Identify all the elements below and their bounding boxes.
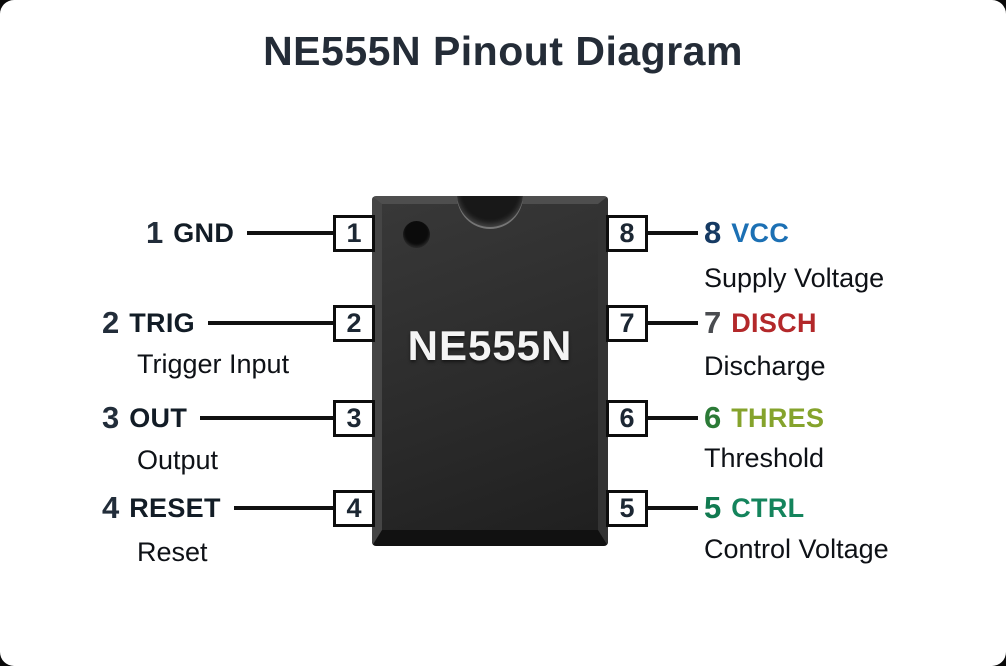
pin-number: 6 — [704, 400, 722, 435]
pin-name: CTRL — [731, 492, 805, 523]
pin-row-trig: 2 TRIG — [102, 303, 333, 343]
connector-line — [207, 321, 333, 325]
pin-box-1: 1 — [333, 215, 375, 252]
pin-name: GND — [173, 217, 235, 248]
pin-row-out: 3 OUT — [102, 398, 333, 438]
pin-description-vcc: Supply Voltage — [704, 262, 885, 293]
pin-row-disch: 7 DISCH — [704, 303, 817, 343]
pin-name: DISCH — [731, 307, 817, 338]
page-title: NE555N Pinout Diagram — [263, 28, 743, 74]
pin-number: 2 — [102, 305, 120, 340]
pin-box-8: 8 — [606, 215, 648, 252]
pin-row-thres: 6 THRES — [704, 398, 824, 438]
pin-description-out: Output — [137, 444, 219, 475]
chip-label: NE555N — [407, 322, 573, 369]
connector-line — [648, 416, 698, 420]
pin-box-4: 4 — [333, 490, 375, 527]
connector-line — [648, 506, 698, 510]
pin-number: 4 — [102, 490, 120, 525]
pin-name: TRIG — [129, 307, 195, 338]
pin-name: OUT — [129, 402, 188, 433]
connector-line — [200, 416, 333, 420]
connector-line — [233, 506, 333, 510]
pin-row-reset: 4 RESET — [102, 488, 333, 528]
pin-row-vcc: 8 VCC — [704, 213, 789, 253]
connector-line — [648, 231, 698, 235]
pin-row-ctrl: 5 CTRL — [704, 488, 804, 528]
pin-number: 1 — [146, 215, 164, 250]
pin-name: RESET — [129, 492, 221, 523]
pin-number: 3 — [102, 400, 120, 435]
pin-box-3: 3 — [333, 400, 375, 437]
pin1-indicator-dot — [403, 221, 430, 248]
pin-box-7: 7 — [606, 305, 648, 342]
pin-description-thres: Threshold — [704, 442, 825, 473]
connector-line — [247, 231, 333, 235]
pin-name: VCC — [731, 217, 790, 248]
pin-description-ctrl: Control Voltage — [704, 533, 889, 564]
connector-line — [648, 321, 698, 325]
pin-name: THRES — [731, 402, 825, 433]
pin-description-trig: Trigger Input — [137, 348, 290, 379]
chip-notch — [457, 196, 523, 229]
pin-description-disch: Discharge — [704, 350, 826, 381]
pin-number: 7 — [704, 305, 722, 340]
pin-number: 8 — [704, 215, 722, 250]
pin-description-reset: Reset — [137, 536, 208, 567]
pin-row-gnd: 1 GND — [146, 213, 333, 253]
pin-number: 5 — [704, 490, 722, 525]
pin-box-6: 6 — [606, 400, 648, 437]
pin-box-2: 2 — [333, 305, 375, 342]
ic-chip-body: NE555N — [372, 196, 608, 546]
pin-box-5: 5 — [606, 490, 648, 527]
